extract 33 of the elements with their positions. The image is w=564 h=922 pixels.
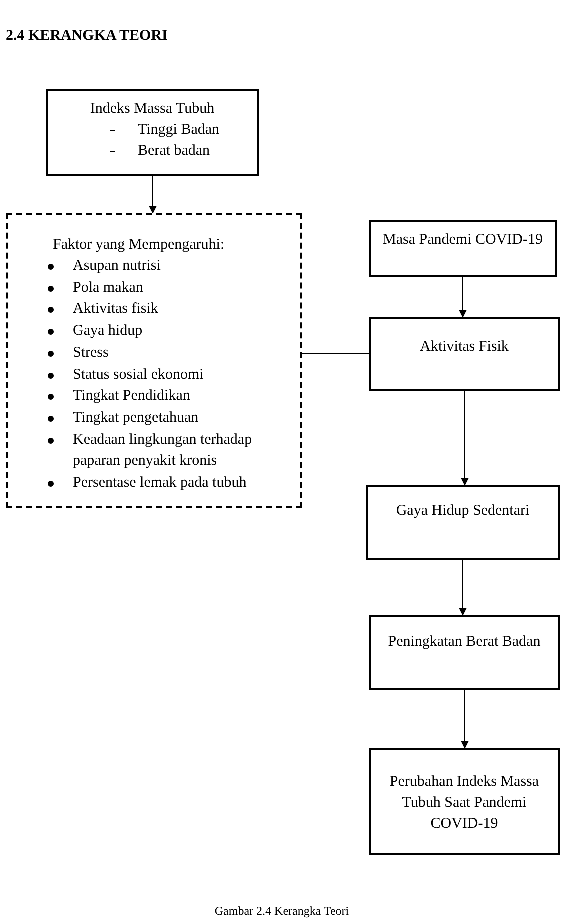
box-heading: Faktor yang Mempengaruhi: (53, 236, 226, 255)
figure-caption: Gambar 2.4 Kerangka Teori (214, 903, 350, 920)
list-item: Tingkat Pendidikan (73, 387, 192, 406)
section-heading: 2.4 KERANGKA TEORI (6, 27, 168, 46)
box-label: Masa Pandemi COVID-19 (383, 231, 543, 250)
box-label: Perubahan Indeks Massa Tubuh Saat Pandemi COVID-19 (388, 773, 540, 834)
list-item: Tinggi Badan (138, 121, 220, 140)
list-item: Asupan nutrisi (73, 257, 162, 276)
list-item: Stress (73, 344, 110, 363)
list-item: Berat badan (138, 142, 210, 161)
arrow (461, 690, 469, 749)
list-item: Tingkat pengetahuan (73, 408, 200, 428)
process-box (46, 89, 259, 176)
process-box (369, 220, 557, 277)
arrow (459, 276, 467, 318)
box-label: Aktivitas Fisik (420, 338, 509, 357)
process-box (369, 317, 560, 391)
list-item: Gaya hidup (73, 322, 144, 342)
box-label: Peningkatan Berat Badan (388, 633, 541, 652)
arrow (149, 176, 157, 214)
process-box (369, 748, 560, 855)
arrow (459, 560, 467, 616)
list-item: Pola makan (73, 278, 144, 298)
process-box (369, 615, 560, 690)
box-heading: Indeks Massa Tubuh (90, 100, 215, 119)
list-item: Persentase lemak pada tubuh (73, 474, 248, 494)
list-item: Status sosial ekonomi (73, 366, 205, 385)
list-item: Keadaan lingkungan terhadap paparan penyakit kronis (73, 430, 254, 472)
process-box (366, 485, 560, 560)
box-label: Gaya Hidup Sedentari (396, 502, 530, 521)
list-item: Aktivitas fisik (73, 300, 160, 320)
process-box (6, 213, 302, 508)
arrow (461, 390, 469, 486)
